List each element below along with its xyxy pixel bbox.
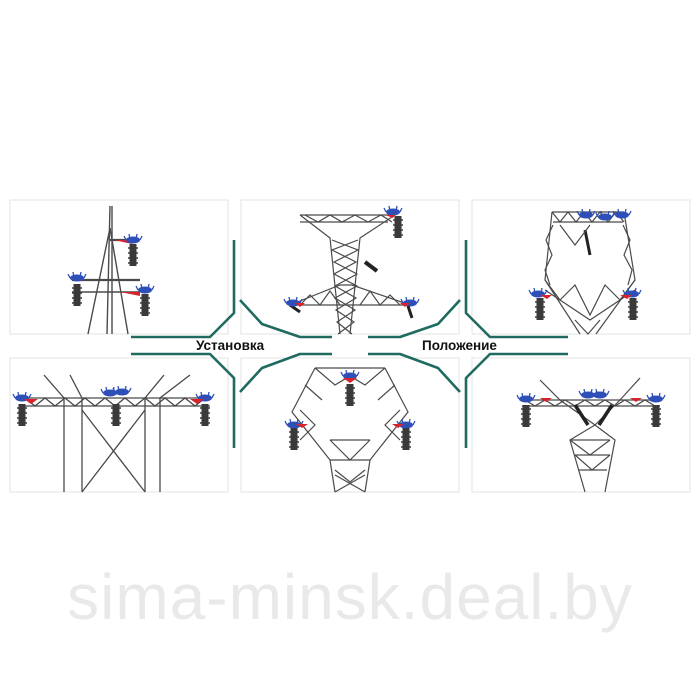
portal-insulators [12, 385, 215, 427]
pole-illustration [72, 205, 140, 335]
cathead-insulators [284, 369, 416, 451]
connector-lines [131, 240, 568, 448]
v-string-tower-insulators [516, 388, 666, 428]
installation-label: Установка [196, 338, 265, 353]
y-tower-illustration [289, 214, 411, 335]
panel-frames [9, 199, 691, 493]
y-tower-insulators [283, 205, 420, 319]
panel-pole-top-left [9, 199, 229, 335]
watermark-text: sima-minsk.deal.by [67, 561, 633, 633]
v-tower-insulators [528, 208, 642, 321]
position-label: Положение [422, 338, 497, 353]
